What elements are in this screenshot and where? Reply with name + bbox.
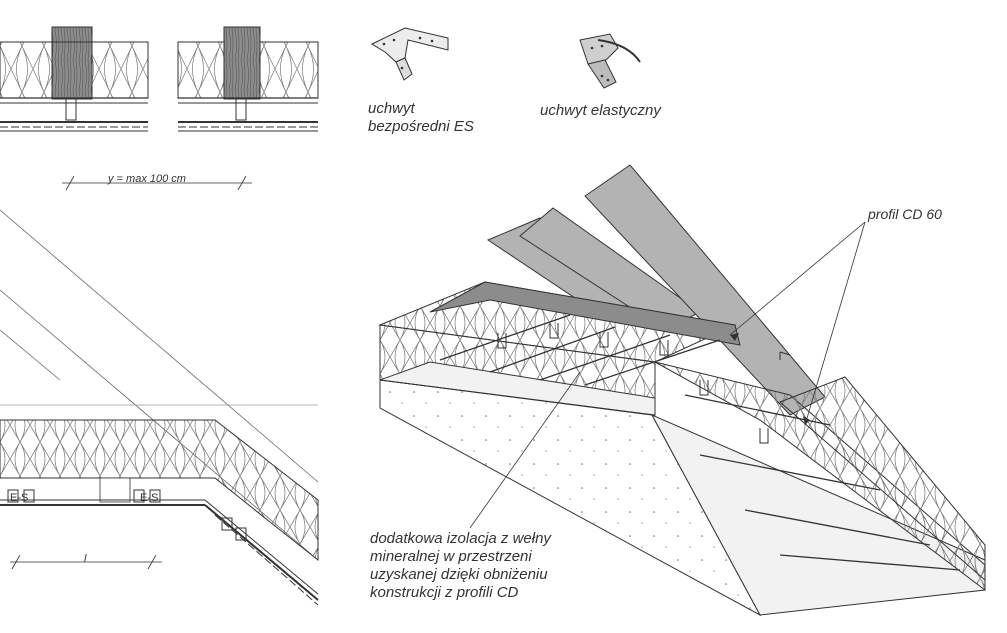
elastic-hanger	[235, 97, 247, 121]
direct-hanger-caption-line1: uchwyt	[368, 100, 415, 117]
direct-hanger-es-icon	[370, 27, 449, 81]
insulation-note-line2: mineralnej w przestrzeni	[370, 548, 532, 565]
hangers	[497, 323, 791, 444]
elastic-hanger-icon	[579, 33, 641, 89]
arrow-head-icon	[730, 333, 739, 341]
sloped-ceiling-section	[0, 209, 319, 606]
dimension-l-label: l	[84, 553, 87, 565]
insulation-note-line4: konstrukcji z profili CD	[370, 584, 519, 601]
cd-profiles	[439, 314, 961, 571]
leader-lines	[469, 221, 866, 529]
dimension-line-y	[62, 175, 252, 191]
insulation-note-line3: uzyskanej dzięki obniżeniu	[370, 566, 548, 583]
section-detail-a	[0, 26, 149, 132]
elastic-hanger-caption: uchwyt elastyczny	[540, 102, 661, 119]
profile-cd-label: profil CD 60	[868, 206, 942, 222]
hanger-tag: E-S	[140, 492, 159, 504]
dimension-line-l	[10, 554, 162, 570]
hanger-tag: E-S	[10, 492, 29, 504]
arrow-head-icon	[803, 416, 810, 425]
isometric-roof-ceiling	[378, 164, 986, 617]
dimension-y-label: y = max 100 cm	[108, 173, 186, 185]
direct-hanger	[65, 97, 77, 121]
section-detail-b	[177, 26, 319, 132]
direct-hanger-caption-line2: bezpośredni ES	[368, 118, 474, 135]
insulation-layer	[0, 419, 319, 562]
insulation-note-line1: dodatkowa izolacja z wełny	[370, 530, 551, 547]
